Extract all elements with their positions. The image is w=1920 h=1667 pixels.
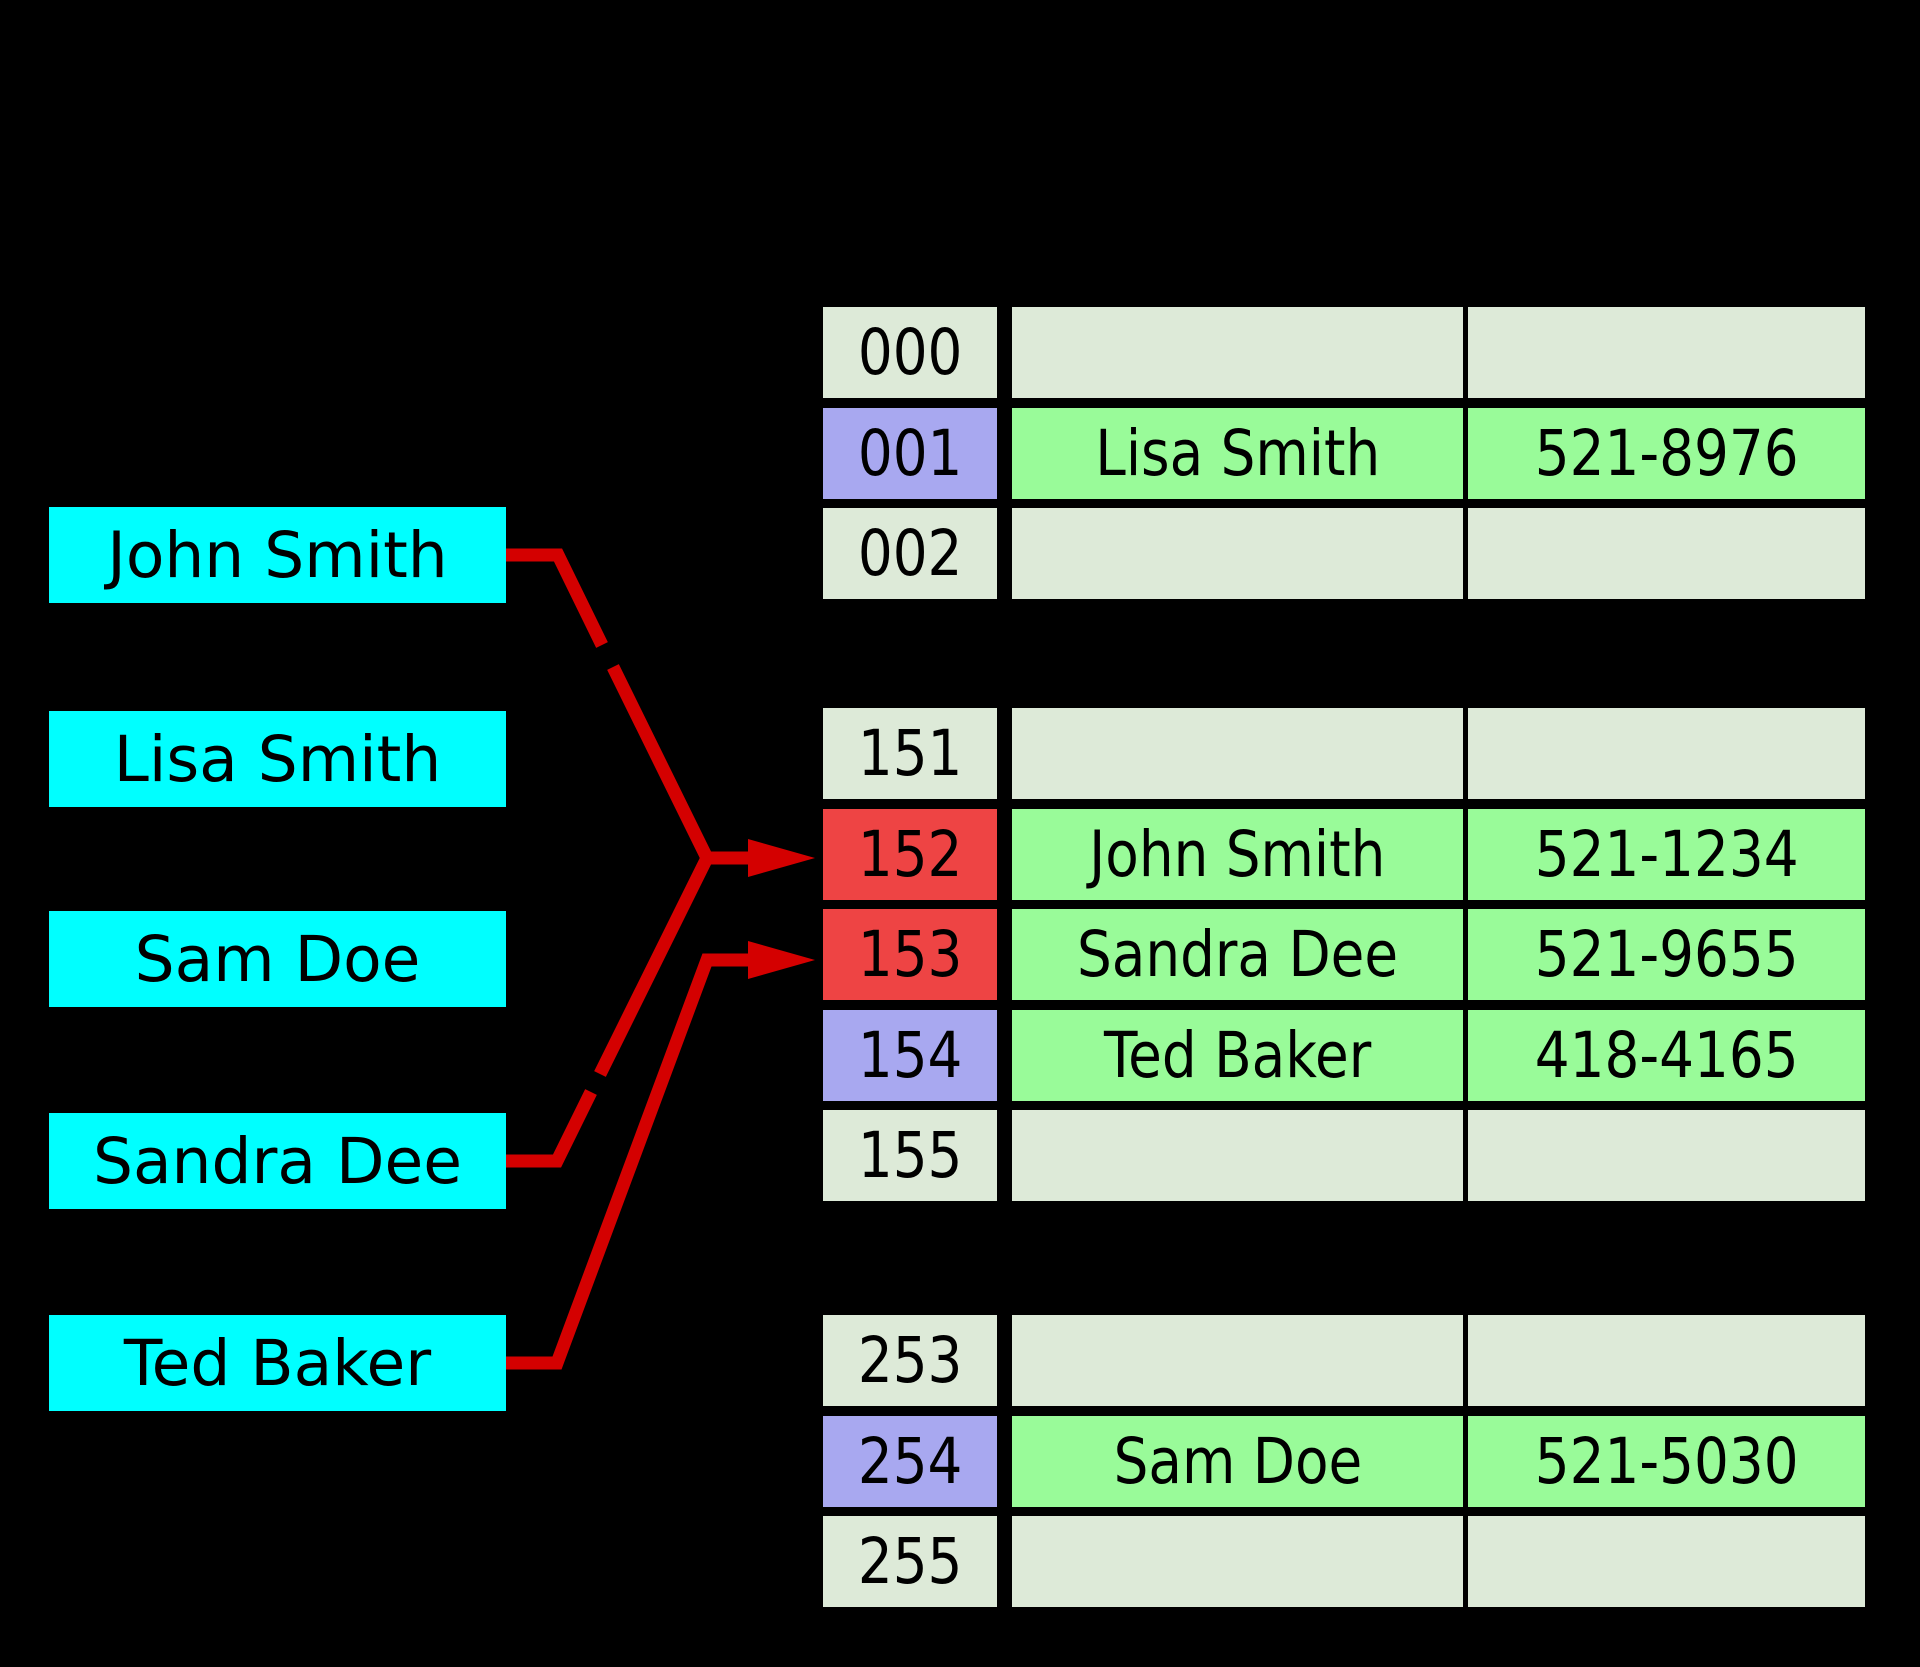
- bucket-index: 151: [857, 717, 963, 790]
- table-row: 151: [823, 708, 1865, 799]
- entry-name-cell: John Smith: [1012, 808, 1463, 900]
- bucket-index: 152: [857, 817, 963, 891]
- entry-name-cell: Lisa Smith: [1012, 407, 1463, 499]
- bucket-index: 253: [857, 1324, 963, 1397]
- bucket-index: 154: [857, 1018, 963, 1092]
- table-row: 154 Ted Baker 418-4165: [823, 1009, 1865, 1101]
- entry-phone-cell: 521-5030: [1468, 1415, 1865, 1507]
- key-label: Sandra Dee: [92, 1124, 463, 1198]
- entry-name-cell: [1012, 708, 1463, 799]
- entry-name-cell: Sam Doe: [1012, 1415, 1463, 1507]
- bucket-group-253-255: 253 254 Sam Doe 521-5030 255: [823, 1315, 1865, 1617]
- entry-phone: 521-5030: [1534, 1424, 1799, 1498]
- bucket-index: 255: [857, 1525, 963, 1598]
- table-row: 153 Sandra Dee 521-9655: [823, 909, 1865, 1000]
- bucket-index-cell: 153: [823, 909, 997, 1000]
- bucket-index: 000: [857, 316, 963, 389]
- entry-name-cell: Sandra Dee: [1012, 909, 1463, 1000]
- arrowhead-153-icon: [748, 941, 815, 979]
- bucket-index-cell: 002: [823, 508, 997, 599]
- entry-phone-cell: [1468, 1110, 1865, 1201]
- bucket-index-cell: 152: [823, 808, 997, 900]
- arrowhead-152-icon: [748, 839, 815, 877]
- bucket-index: 001: [857, 416, 963, 490]
- bucket-group-151-155: 151 152 John Smith 521-1234 153 Sandra D…: [823, 708, 1865, 1211]
- entry-name-cell: [1012, 1110, 1463, 1201]
- entry-phone-cell: [1468, 708, 1865, 799]
- entry-phone: 521-1234: [1534, 817, 1799, 891]
- entry-phone: 418-4165: [1534, 1018, 1799, 1092]
- entry-name: Ted Baker: [1103, 1018, 1372, 1092]
- key-box-lisa-smith: Lisa Smith: [49, 711, 506, 807]
- arrow-sandra-dee-to-152: [506, 855, 713, 1168]
- entry-phone-cell: [1468, 1516, 1865, 1607]
- entry-name-cell: [1012, 1315, 1463, 1406]
- entry-phone-cell: [1468, 1315, 1865, 1406]
- arrow-john-smith-to-152: [506, 548, 748, 865]
- entry-name-cell: [1012, 508, 1463, 599]
- bucket-index: 155: [857, 1119, 963, 1192]
- key-box-john-smith: John Smith: [49, 507, 506, 603]
- bucket-index-cell: 255: [823, 1516, 997, 1607]
- table-row: 000: [823, 307, 1865, 398]
- bucket-index: 254: [857, 1424, 963, 1498]
- entry-name-cell: [1012, 307, 1463, 398]
- entry-phone-cell: 521-8976: [1468, 407, 1865, 499]
- key-box-sandra-dee: Sandra Dee: [49, 1113, 506, 1209]
- key-label: Lisa Smith: [113, 722, 442, 796]
- entry-phone-cell: [1468, 508, 1865, 599]
- table-row: 255: [823, 1516, 1865, 1607]
- key-label: Ted Baker: [123, 1326, 432, 1400]
- entry-phone: 521-8976: [1534, 416, 1799, 490]
- key-box-sam-doe: Sam Doe: [49, 911, 506, 1007]
- bucket-index-cell: 001: [823, 407, 997, 499]
- bucket-index-cell: 000: [823, 307, 997, 398]
- table-row: 253: [823, 1315, 1865, 1406]
- entry-name: Sandra Dee: [1076, 918, 1399, 991]
- bucket-index-cell: 155: [823, 1110, 997, 1201]
- entry-phone-cell: 418-4165: [1468, 1009, 1865, 1101]
- bucket-index-cell: 151: [823, 708, 997, 799]
- arrow-ted-baker-to-153: [506, 953, 748, 1370]
- entry-phone: 521-9655: [1534, 918, 1799, 991]
- bucket-index-cell: 253: [823, 1315, 997, 1406]
- key-label: Sam Doe: [134, 922, 421, 996]
- table-row: 001 Lisa Smith 521-8976: [823, 407, 1865, 499]
- entry-name-cell: [1012, 1516, 1463, 1607]
- table-row: 002: [823, 508, 1865, 599]
- bucket-index: 153: [857, 918, 963, 991]
- entry-name-cell: Ted Baker: [1012, 1009, 1463, 1101]
- entry-name: John Smith: [1089, 817, 1386, 891]
- bucket-index: 002: [857, 517, 963, 590]
- entry-phone-cell: 521-1234: [1468, 808, 1865, 900]
- entry-name: Sam Doe: [1113, 1424, 1362, 1498]
- entry-phone-cell: 521-9655: [1468, 909, 1865, 1000]
- entry-phone-cell: [1468, 307, 1865, 398]
- key-box-ted-baker: Ted Baker: [49, 1315, 506, 1411]
- table-row: 152 John Smith 521-1234: [823, 808, 1865, 900]
- bucket-index-cell: 154: [823, 1009, 997, 1101]
- bucket-group-000-002: 000 001 Lisa Smith 521-8976 002: [823, 307, 1865, 609]
- key-label: John Smith: [107, 518, 448, 592]
- bucket-index-cell: 254: [823, 1415, 997, 1507]
- table-row: 254 Sam Doe 521-5030: [823, 1415, 1865, 1507]
- entry-name: Lisa Smith: [1095, 416, 1380, 490]
- table-row: 155: [823, 1110, 1865, 1201]
